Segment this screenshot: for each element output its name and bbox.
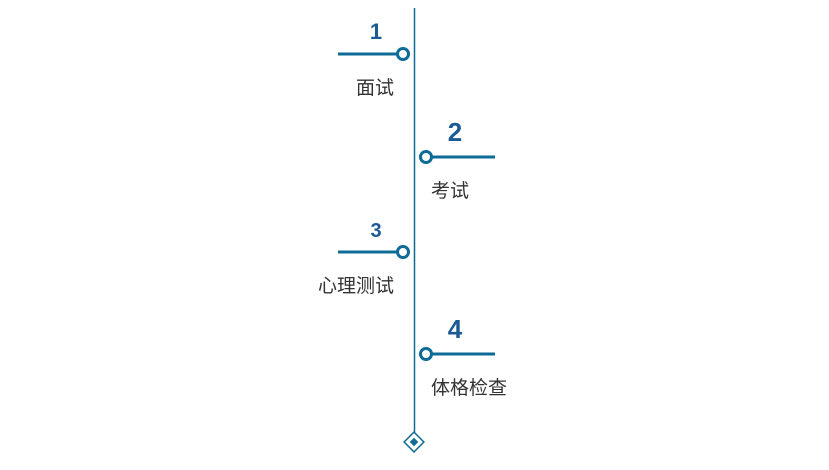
step-4-label: 体格检查 [431,377,507,399]
step-3-label: 心理测试 [318,275,394,297]
step-3-number: 3 [370,220,381,242]
step-4-number: 4 [448,314,463,344]
step-4-node-icon [419,347,433,361]
step-1-label: 面试 [356,77,394,99]
step-2-number: 2 [448,117,462,147]
timeline-end-diamond-icon [403,431,425,453]
timeline-step-1: 1 面试 [338,19,410,99]
step-1-number: 1 [370,19,382,44]
timeline-step-4: 4 体格检查 [419,314,507,399]
timeline-step-3: 3 心理测试 [318,220,410,297]
timeline-step-2: 2 考试 [419,117,495,202]
step-2-node-icon [419,150,433,164]
step-2-label: 考试 [431,180,469,202]
step-1-node-icon [396,47,410,61]
step-3-node-icon [396,245,410,259]
